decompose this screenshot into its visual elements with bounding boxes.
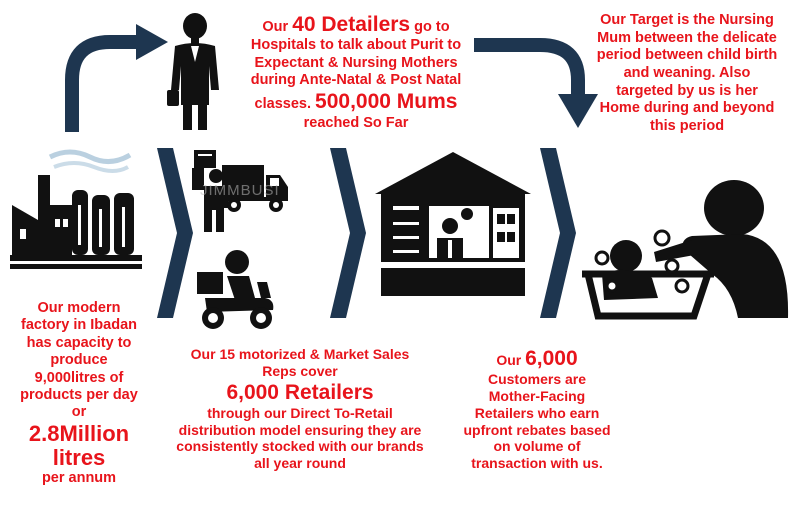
factory-icon bbox=[10, 145, 160, 285]
businesswoman-icon bbox=[165, 10, 225, 135]
motorcycle-courier-icon bbox=[195, 248, 285, 333]
shop-icon bbox=[375, 152, 535, 297]
customers-text: Our 6,000 Customers are Mother-Facing Re… bbox=[442, 346, 632, 472]
reps-text: Our 15 motorized & Market Sales Reps cov… bbox=[150, 346, 450, 472]
detailers-text: Our 40 Detailers go to Hospitals to talk… bbox=[228, 12, 484, 132]
mother-bathing-baby-icon bbox=[582, 178, 792, 323]
factory-text: Our modern factory in Ibadan has capacit… bbox=[4, 300, 154, 488]
watermark: JIMMBUSI bbox=[200, 182, 280, 199]
target-text: Our Target is the Nursing Mum between th… bbox=[580, 12, 794, 136]
